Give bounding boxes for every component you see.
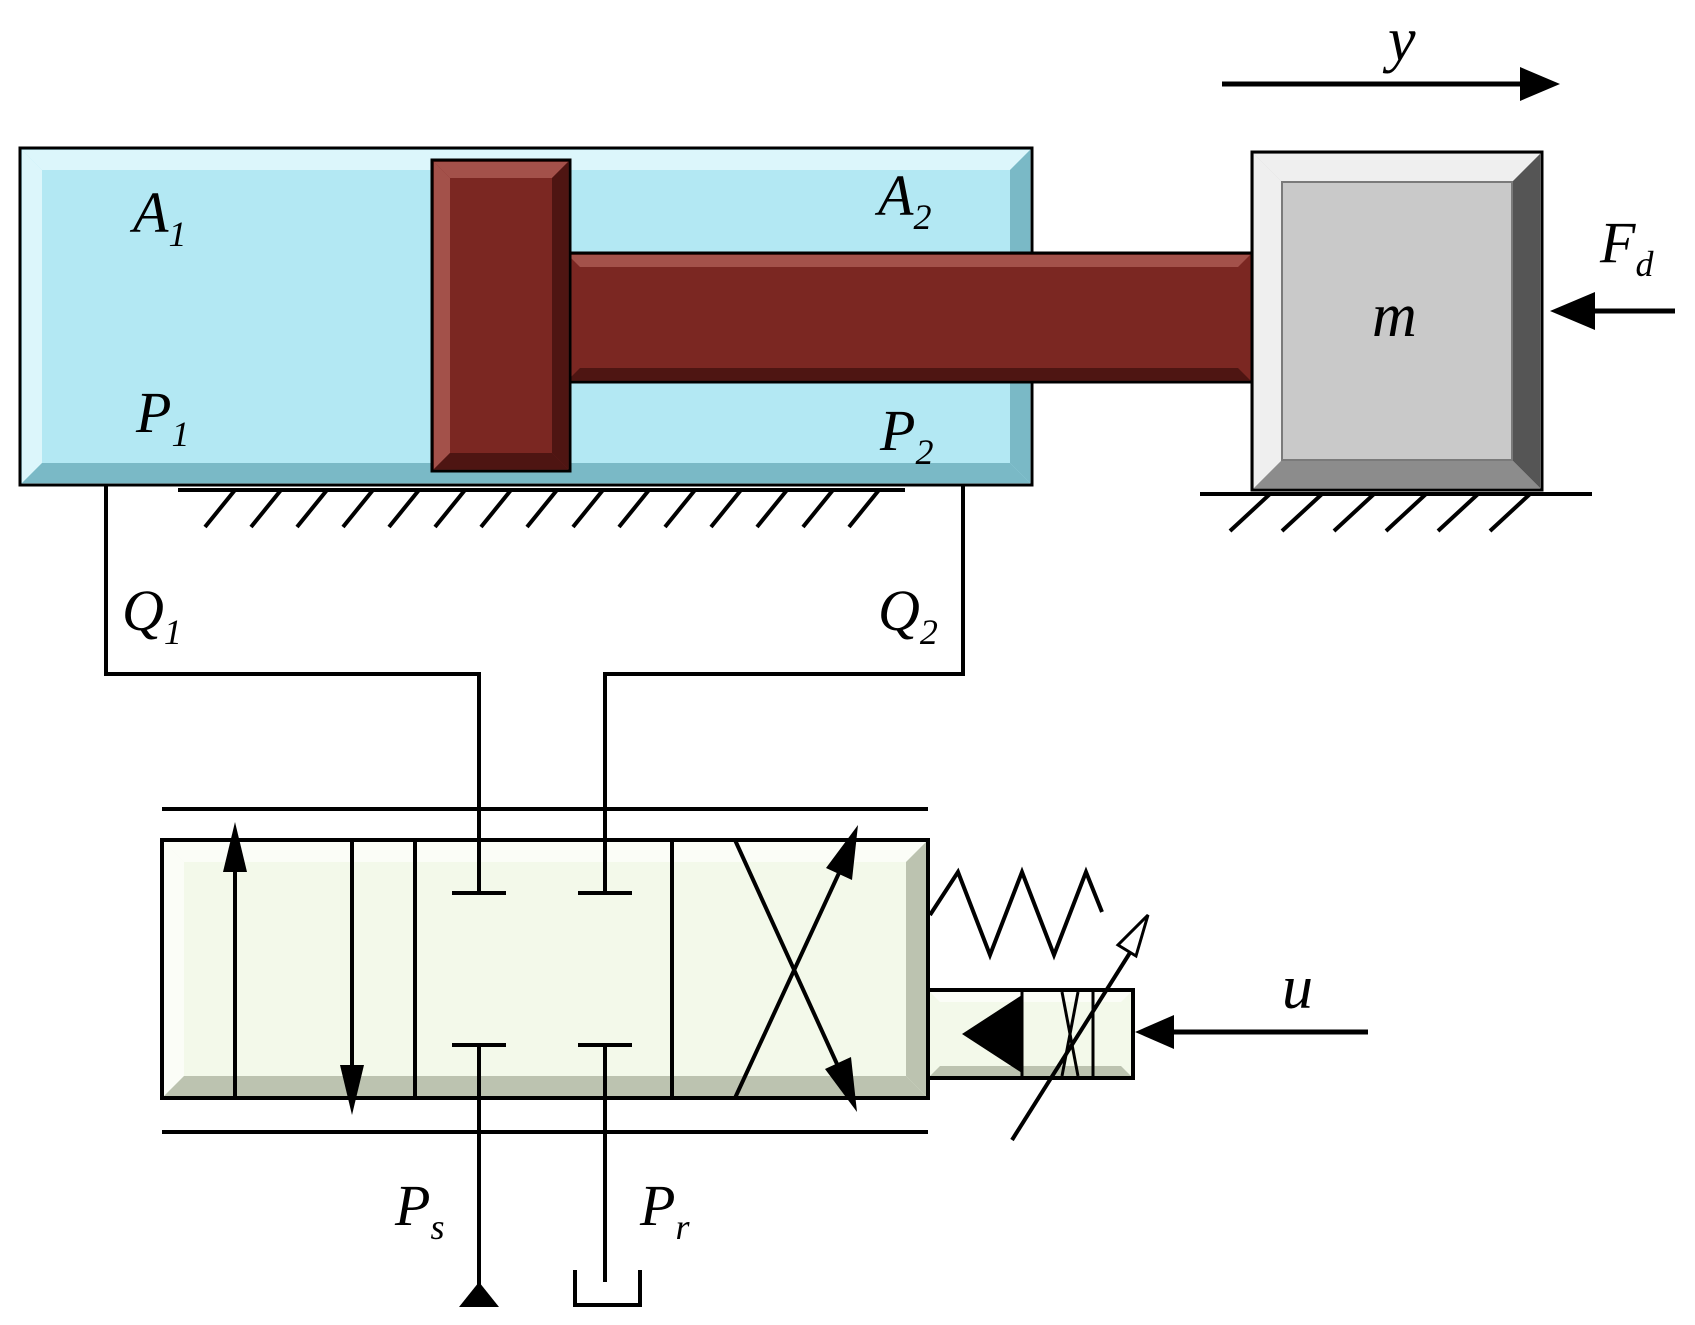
area-1-label: A1 (129, 180, 186, 254)
solenoid-body (926, 988, 1135, 1080)
proportional-arrow-icon (1010, 938, 1140, 1142)
cylinder-bevel-bottom (22, 463, 1030, 483)
solenoid-actuator-icon (926, 913, 1150, 1142)
displacement-arrow (1222, 67, 1560, 101)
mass-bevel-bottom (1254, 460, 1540, 488)
load-mass (1250, 150, 1544, 492)
rod-bevel-bottom (568, 368, 1250, 380)
tank-icon (573, 1270, 642, 1307)
control-input-arrow (1135, 1015, 1368, 1049)
piston-body (430, 158, 572, 473)
valve-bevel-bottom (164, 1076, 926, 1096)
mass-label: m (1372, 282, 1417, 350)
rod-bevel-top (568, 255, 1250, 267)
blocked-ports-icon (452, 840, 632, 1098)
displacement-label: y (1382, 6, 1416, 74)
servo-valve (160, 807, 930, 1134)
cross-flow-up-arrow-icon (826, 825, 858, 880)
cylinder-bevel-left (22, 150, 42, 483)
solenoid-triangle-icon (962, 995, 1022, 1073)
valve-bevel-top (164, 842, 926, 862)
rod-body (564, 251, 1254, 384)
cylinder-ground-icon (178, 488, 905, 529)
valve-body (160, 838, 930, 1100)
line-chamber-1 (104, 485, 481, 840)
piston-head (430, 158, 572, 473)
piston-bevel-left (434, 162, 450, 469)
mass-bevel-top (1254, 154, 1540, 182)
flow-down-arrow-icon (340, 1065, 364, 1115)
valve-bevel-right (906, 842, 926, 1096)
flow-up-arrow-icon (223, 822, 247, 872)
piston-bevel-bottom (434, 453, 568, 469)
spring-icon (928, 866, 1104, 961)
control-input-label: u (1282, 954, 1313, 1022)
supply-pressure-label: Ps (394, 1173, 444, 1247)
piston-bevel-top (434, 162, 568, 178)
piston-rod (564, 251, 1254, 384)
mass-inner-face (1281, 181, 1513, 461)
pressure-2-label: P2 (879, 398, 933, 472)
valve-bevel-left (164, 842, 184, 1096)
disturbance-force-label: Fd (1599, 210, 1654, 284)
line-chamber-2 (603, 485, 965, 840)
flow-1-label: Q1 (122, 578, 182, 652)
area-2-label: A2 (874, 163, 931, 237)
supply-source-icon (459, 1282, 499, 1307)
piston-bevel-right (552, 162, 568, 469)
mass-ground-icon (1200, 492, 1592, 533)
cross-flow-down-arrow-icon (825, 1057, 857, 1112)
disturbance-force-arrow (1550, 292, 1675, 330)
mass-bevel-left (1254, 154, 1282, 488)
return-pressure-label: Pr (639, 1173, 690, 1247)
pressure-1-label: P1 (135, 380, 189, 454)
mass-bevel-right (1512, 154, 1540, 488)
mass-body (1250, 150, 1544, 492)
flow-2-label: Q2 (878, 578, 938, 652)
